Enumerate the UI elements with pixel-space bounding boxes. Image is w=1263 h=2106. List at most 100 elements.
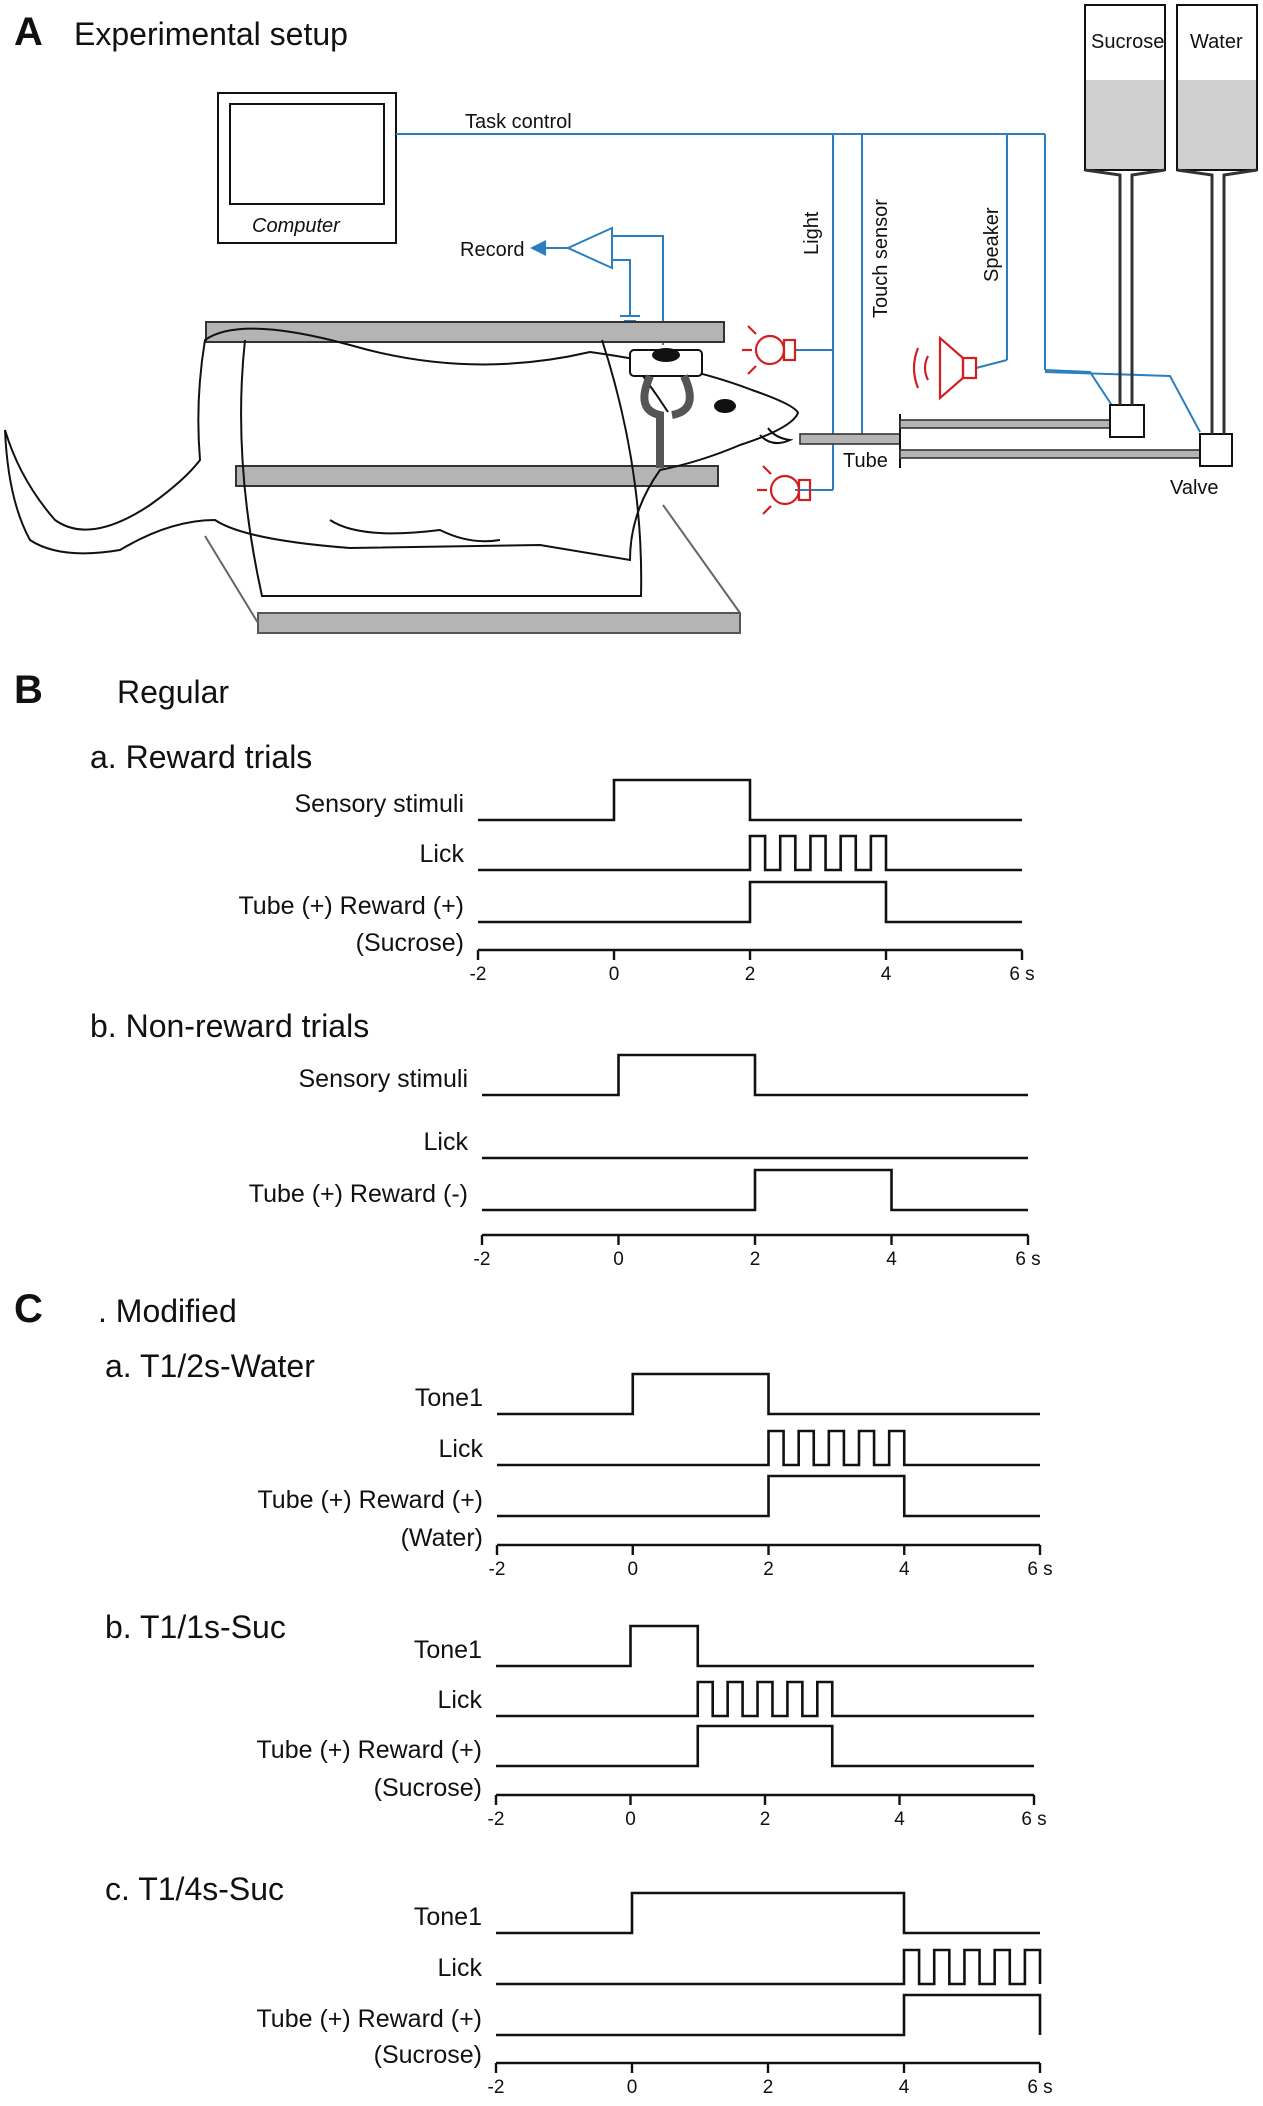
speaker-icon <box>912 335 978 401</box>
axis-tick-label: 4 <box>899 1559 910 1580</box>
signal-label: Tube (+) Reward (+) <box>256 1736 482 1764</box>
sucrose-bottle <box>1084 4 1166 405</box>
signal-sublabel: (Water) <box>401 1524 483 1552</box>
valve-label: Valve <box>1170 477 1219 499</box>
valve-water <box>1199 433 1233 467</box>
light-icon-bottom <box>757 465 812 515</box>
panel-c-title: . Modified <box>98 1293 237 1329</box>
axis-tick-label: -2 <box>470 964 487 985</box>
panel-a: A Experimental setup Computer Task contr… <box>4 4 1258 634</box>
timing-diagram-title: b. T1/1s-Suc <box>105 1609 286 1645</box>
signal-label: Tube (+) Reward (+) <box>257 1486 483 1514</box>
rat-figure <box>4 327 800 562</box>
axis-tick-label: 0 <box>613 1249 624 1270</box>
signal-sublabel: (Sucrose) <box>356 929 464 957</box>
timing-diagram-title: c. T1/4s-Suc <box>105 1871 284 1907</box>
sucrose-label: Sucrose <box>1091 31 1164 53</box>
light-icon-top <box>742 325 797 375</box>
signal-trace-lick <box>497 1429 1040 1467</box>
signal-sublabel: (Sucrose) <box>374 1774 482 1802</box>
axis-tick-label: 2 <box>750 1249 761 1270</box>
light-label: Light <box>801 211 823 255</box>
axis-tick-label: 0 <box>627 1559 638 1580</box>
axis-tick-label: 4 <box>894 1809 905 1830</box>
water-bottle <box>1176 4 1258 434</box>
signal-trace-lick <box>496 1948 1042 1986</box>
signal-label: Tone1 <box>414 1903 482 1931</box>
tube-label: Tube <box>843 450 888 472</box>
axis-tick-label: 0 <box>627 2077 638 2098</box>
axis-tick-label: 2 <box>763 2077 774 2098</box>
axis-tick-label: 2 <box>760 1809 771 1830</box>
signal-label: Tube (+) Reward (+) <box>238 892 464 920</box>
timing-diagram-title: b. Non-reward trials <box>90 1008 369 1044</box>
timing-diagram-title: a. Reward trials <box>90 739 312 775</box>
signal-trace-sensory-stimuli <box>482 1053 1028 1097</box>
signal-trace-tone1 <box>496 1891 1040 1935</box>
panel-c-letter: C <box>14 1287 43 1331</box>
signal-label: Tube (+) Reward (-) <box>249 1180 468 1208</box>
panel-a-title: Experimental setup <box>74 16 348 52</box>
axis-tick-label: 0 <box>609 964 620 985</box>
axis-tick-label: 4 <box>886 1249 897 1270</box>
task-control-wires <box>396 133 1201 491</box>
axis-tick-label: 0 <box>625 1809 636 1830</box>
signal-trace-lick <box>496 1680 1034 1718</box>
signal-label: Lick <box>424 1128 469 1156</box>
signal-label: Lick <box>420 840 465 868</box>
headstage-icon <box>629 348 703 468</box>
axis-tick-label: -2 <box>489 1559 506 1580</box>
speaker-label: Speaker <box>981 207 1003 282</box>
signal-label: Lick <box>438 1686 483 1714</box>
signal-trace-tube-reward <box>482 1168 1028 1212</box>
panel-b-letter: B <box>14 668 43 712</box>
record-label: Record <box>460 239 524 261</box>
signal-sublabel: (Sucrose) <box>374 2041 482 2069</box>
timing-diagram-title: a. T1/2s-Water <box>105 1348 315 1384</box>
signal-label: Tone1 <box>414 1636 482 1664</box>
signal-label: Tube (+) Reward (+) <box>256 2005 482 2033</box>
signal-label: Lick <box>438 1954 483 1982</box>
axis-tick-label: 4 <box>881 964 892 985</box>
signal-label: Tone1 <box>415 1384 483 1412</box>
panel-b-title: Regular <box>117 674 229 710</box>
signal-trace-tone1 <box>496 1624 1034 1668</box>
axis-tick-label: 6 s <box>1009 964 1034 985</box>
axis-tick-label: 4 <box>899 2077 910 2098</box>
axis-tick-label: 6 s <box>1021 1809 1046 1830</box>
signal-label: Lick <box>439 1435 484 1463</box>
axis-tick-label: -2 <box>474 1249 491 1270</box>
amplifier-icon <box>530 226 664 345</box>
valve-sucrose <box>1109 404 1145 438</box>
axis-tick-label: -2 <box>488 1809 505 1830</box>
signal-trace-sensory-stimuli <box>478 778 1022 822</box>
panel-a-letter: A <box>14 10 43 54</box>
axis-tick-label: 2 <box>763 1559 774 1580</box>
restraint-frame <box>204 321 741 634</box>
water-label: Water <box>1190 31 1243 53</box>
computer-icon <box>217 92 397 244</box>
signal-trace-lick <box>478 834 1022 872</box>
task-control-label: Task control <box>465 111 572 133</box>
axis-tick-label: 6 s <box>1027 2077 1052 2098</box>
axis-tick-label: -2 <box>488 2077 505 2098</box>
signal-label: Sensory stimuli <box>295 790 465 818</box>
signal-trace-tube-reward <box>497 1474 1040 1518</box>
computer-label: Computer <box>252 215 341 237</box>
axis-tick-label: 2 <box>745 964 756 985</box>
signal-label: Sensory stimuli <box>299 1065 469 1093</box>
signal-trace-tube-reward <box>496 1993 1042 2037</box>
axis-tick-label: 6 s <box>1015 1249 1040 1270</box>
signal-trace-tube-reward <box>478 880 1022 924</box>
signal-trace-tone1 <box>497 1372 1040 1416</box>
signal-trace-tube-reward <box>496 1724 1034 1768</box>
axis-tick-label: 6 s <box>1027 1559 1052 1580</box>
touch-sensor-label: Touch sensor <box>870 199 892 318</box>
